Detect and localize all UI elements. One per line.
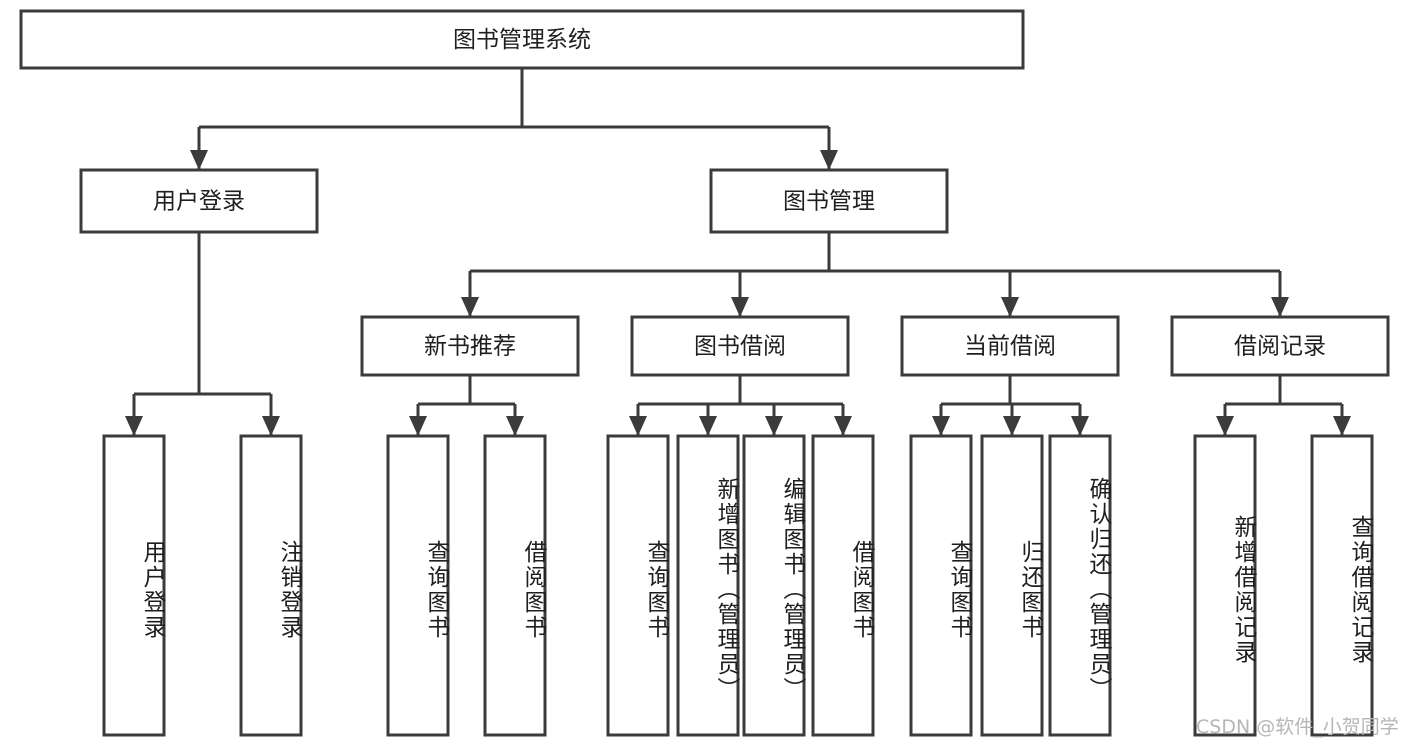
node-box-current-borrow[interactable]	[900, 315, 1120, 377]
current-borrow-to-leaves-arrow-icon-1	[1003, 416, 1021, 436]
books-to-level3-arrow-icon-0	[461, 297, 479, 317]
borrow-record-to-leaves-arrow-icon-0	[1216, 416, 1234, 436]
user-login-to-leaves-arrow-icon-0	[125, 416, 143, 436]
node-box-leaf-query-book-3[interactable]	[909, 434, 973, 737]
borrow-record-to-leaves-arrow-icon-1	[1333, 416, 1351, 436]
node-label-book-management: 图书管理	[783, 189, 875, 215]
root-to-level2-arrow-icon-0	[190, 150, 208, 170]
node-label-new-book-recommend: 新书推荐	[424, 334, 516, 360]
node-box-borrow-record[interactable]	[1170, 315, 1390, 377]
node-box-leaf-confirm-return-admin[interactable]	[1048, 434, 1112, 737]
current-borrow-to-leaves-arrow-icon-0	[932, 416, 950, 436]
node-box-leaf-logout-login[interactable]	[239, 434, 303, 737]
node-box-leaf-edit-book-admin[interactable]	[742, 434, 806, 737]
root-to-level2-arrow-icon-1	[820, 150, 838, 170]
new-book-recommend-to-leaves-arrow-icon-0	[409, 416, 427, 436]
node-box-user-login[interactable]	[79, 168, 319, 234]
node-box-leaf-user-login[interactable]	[102, 434, 166, 737]
node-box-leaf-add-book-admin[interactable]	[676, 434, 740, 737]
books-to-level3-arrow-icon-1	[731, 297, 749, 317]
book-borrow-to-leaves-arrow-icon-1	[699, 416, 717, 436]
node-box-leaf-query-book-1[interactable]	[386, 434, 450, 737]
connector-lines-group	[125, 68, 1351, 436]
node-label-user-login: 用户登录	[153, 189, 245, 215]
node-box-leaf-borrow-book-1[interactable]	[483, 434, 547, 737]
new-book-recommend-to-leaves-arrow-icon-1	[506, 416, 524, 436]
node-label-current-borrow: 当前借阅	[964, 334, 1056, 360]
book-borrow-to-leaves-arrow-icon-0	[629, 416, 647, 436]
node-box-book-management[interactable]	[709, 168, 949, 234]
books-to-level3-arrow-icon-2	[1001, 297, 1019, 317]
books-to-level3-arrow-icon-3	[1271, 297, 1289, 317]
node-boxes-group	[19, 9, 1390, 737]
node-box-leaf-query-borrow-record[interactable]	[1310, 434, 1374, 737]
node-label-title: 图书管理系统	[453, 27, 591, 53]
user-login-to-leaves-arrow-icon-1	[262, 416, 280, 436]
csdn-watermark: CSDN @软件_小贺同学	[1196, 716, 1399, 738]
node-box-leaf-return-book[interactable]	[980, 434, 1044, 737]
node-box-leaf-borrow-book-2[interactable]	[811, 434, 875, 737]
current-borrow-to-leaves-arrow-icon-2	[1071, 416, 1089, 436]
node-box-book-borrow[interactable]	[630, 315, 850, 377]
node-label-book-borrow: 图书借阅	[694, 334, 786, 360]
node-box-title[interactable]	[19, 9, 1025, 70]
node-box-new-book-recommend[interactable]	[360, 315, 580, 377]
book-borrow-to-leaves-arrow-icon-2	[765, 416, 783, 436]
node-box-leaf-query-book-2[interactable]	[606, 434, 670, 737]
book-borrow-to-leaves-arrow-icon-3	[834, 416, 852, 436]
node-box-leaf-add-borrow-record[interactable]	[1193, 434, 1257, 737]
node-label-borrow-record: 借阅记录	[1234, 334, 1326, 360]
